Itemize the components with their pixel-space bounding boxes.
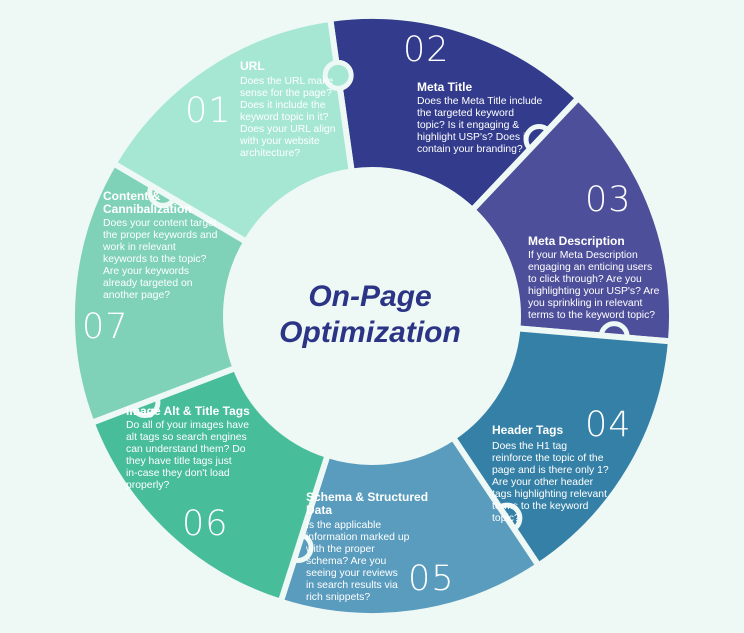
segment-05-title-line: Data: [306, 503, 333, 517]
segment-07-title: Content & Cannibalization: [103, 190, 192, 216]
segment-06-body: Do all of your images have alt tags so s…: [126, 420, 249, 492]
segment-02-body-line: topic? Is it engaging &: [417, 120, 520, 131]
segment-02-body-line: the targeted keyword: [417, 108, 515, 119]
segment-04-number: 04: [585, 405, 632, 445]
segment-03-body: If your Meta Description engaging an ent…: [528, 250, 659, 322]
segment-02-body: Does the Meta Title include the targeted…: [417, 96, 542, 156]
segment-06-body-line: Do all of your images have: [126, 420, 250, 431]
segment-05-body-line: Is the applicable: [306, 520, 382, 531]
segment-07-body-line: keywords to the topic?: [103, 254, 207, 265]
segment-01-body-line: Does it include the: [240, 100, 326, 111]
segment-07-number: 07: [82, 307, 129, 347]
segment-07-body-line: the proper keywords and: [103, 230, 218, 241]
segment-06-body-line: alt tags so search engines: [126, 432, 247, 443]
segment-04-title: Header Tags: [492, 423, 564, 437]
segment-04-body-line: reinforce the topic of the: [492, 453, 604, 464]
segment-02-title: Meta Title: [417, 80, 473, 94]
segment-01-body-line: Does your URL align: [240, 124, 336, 135]
segment-04-body-line: page and is there only 1?: [492, 465, 609, 476]
segment-03-body-line: engaging an enticing users: [528, 262, 653, 273]
segment-03-number: 03: [585, 180, 632, 220]
segment-01-title: URL: [240, 59, 265, 73]
segment-01-body-line: with your website: [240, 136, 320, 147]
segment-06-body-line: can understand them? Do: [126, 444, 246, 455]
center-circle: [226, 170, 518, 462]
segment-04-body-line: terms to the keyword: [492, 501, 589, 512]
segment-01-body-line: architecture?: [240, 148, 301, 159]
segment-05-body-line: information marked up: [306, 532, 410, 543]
segment-03-title: Meta Description: [528, 234, 625, 248]
segment-03-body-line: highlighting your USP's? Are: [528, 286, 660, 297]
segment-06-number: 06: [182, 504, 229, 544]
segment-03-body-line: to click through? Are you: [528, 274, 642, 285]
segment-01-body: Does the URL make sense for the page? Do…: [240, 76, 335, 160]
segment-07-body-line: another page?: [103, 290, 171, 301]
segment-05-body-line: with the proper: [306, 544, 375, 555]
segment-01-body-line: Does the URL make: [240, 76, 334, 87]
segment-04-body-line: tags highlighting relevant: [492, 489, 607, 500]
segment-07-body-line: Are your keywords: [103, 266, 190, 277]
center-title-line-2: Optimization: [279, 316, 461, 349]
segment-05-number: 05: [408, 559, 455, 599]
segment-07-puzzle-knob: [322, 59, 354, 91]
segment-04-body-line: Does the H1 tag: [492, 441, 568, 452]
segment-05-title-line: Schema & Structured: [306, 490, 429, 504]
segment-05-body-line: rich snippets?: [306, 592, 371, 603]
segment-06-body-line: in-case they don't load: [126, 468, 230, 479]
segment-03-body-line: If your Meta Description: [528, 250, 638, 261]
segment-05-body-line: in search results via: [306, 580, 398, 591]
center-title-line-1: On-Page: [308, 280, 432, 313]
segment-01-body-line: keyword topic in it?: [240, 112, 329, 123]
segment-02-body-line: Does the Meta Title include: [417, 96, 543, 107]
segment-06-body-line: properly?: [126, 480, 170, 491]
segment-07-title-line: Cannibalization: [103, 202, 192, 216]
segment-05-title: Schema & Structured Data: [306, 491, 428, 517]
segment-01-body-line: sense for the page?: [240, 88, 332, 99]
segment-07-title-line: Content &: [103, 189, 161, 203]
segment-02-number: 02: [403, 30, 450, 70]
segment-02-body-line: contain your branding?: [417, 144, 523, 155]
segment-05-body-line: seeing your reviews: [306, 568, 398, 579]
segment-04-body: Does the H1 tag reinforce the topic of t…: [492, 441, 609, 525]
segment-04-body-line: topic?: [492, 513, 520, 524]
segment-01-number: 01: [185, 91, 232, 131]
segment-07-body-line: work in relevant: [103, 242, 176, 253]
segment-05-body-line: schema? Are you: [306, 556, 387, 567]
segment-03-body-line: you sprinkling in relevant: [528, 298, 643, 309]
segment-06-body-line: they have title tags just: [126, 456, 232, 467]
segment-07-body-line: Does your content target: [103, 218, 217, 229]
segment-05-body: Is the applicable information marked up …: [306, 520, 409, 604]
segment-07-body-line: already targeted on: [103, 278, 193, 289]
segment-02-body-line: highlight USP's? Does it: [417, 132, 529, 143]
segment-06-title: Image Alt & Title Tags: [126, 404, 250, 418]
segment-07-body: Does your content target the proper keyw…: [103, 218, 217, 302]
segment-03-body-line: terms to the keyword topic?: [528, 310, 656, 321]
segment-04-body-line: Are your other header: [492, 477, 594, 488]
